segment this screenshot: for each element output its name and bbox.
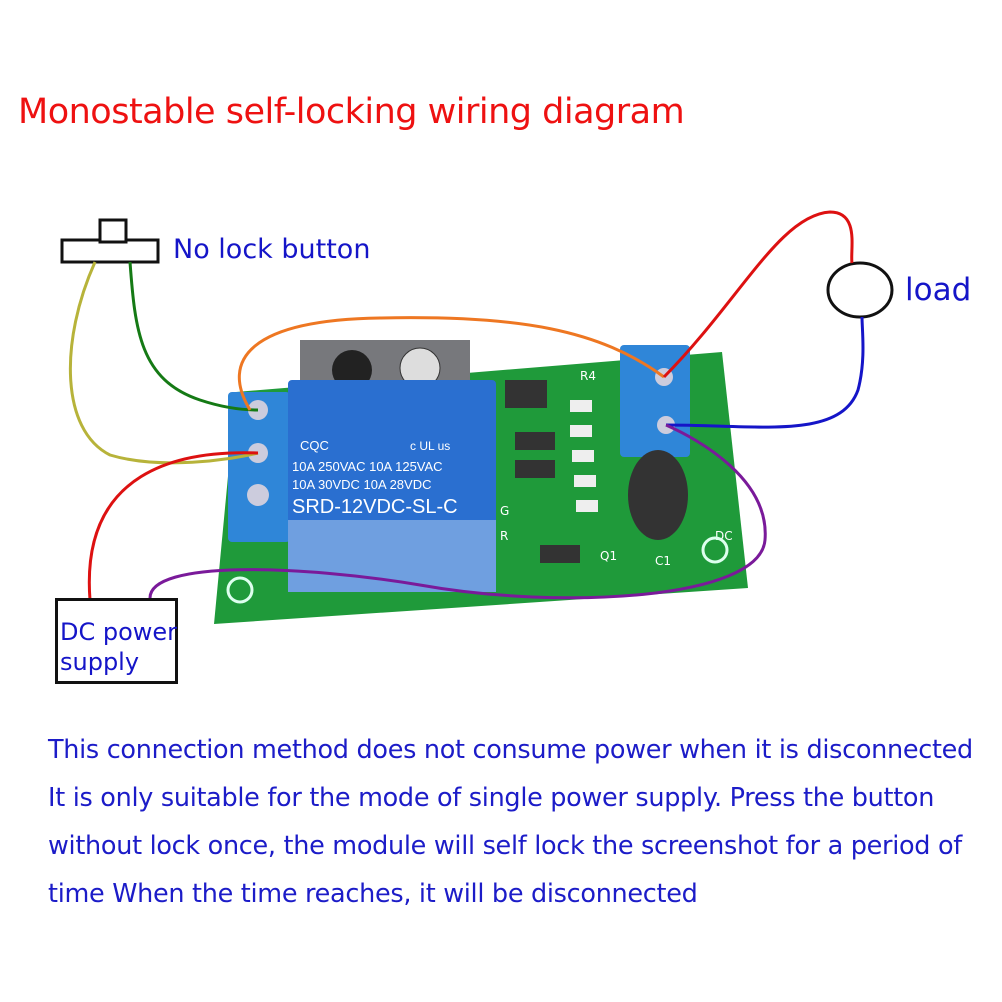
relay-model: SRD-12VDC-SL-C: [292, 496, 458, 518]
load-label: load: [905, 272, 972, 308]
label-q1: Q1: [600, 549, 617, 563]
wire-red-power: [87, 451, 259, 601]
label-r4: R4: [580, 369, 596, 383]
push-button-cap: [98, 218, 128, 244]
label-g: G: [500, 504, 509, 518]
electrolytic-capacitor: [628, 450, 688, 540]
description-line: without lock once, the module will self …: [48, 831, 962, 861]
wire-red-load: [662, 210, 854, 379]
wire-blue-load: [665, 316, 865, 429]
left-terminal-block: [228, 392, 290, 542]
button-label: No lock button: [173, 234, 371, 265]
diode: [515, 432, 555, 450]
ic-chip: [505, 380, 547, 408]
power-supply-box: DC power supply: [55, 598, 178, 684]
wire-yellow: [68, 261, 259, 465]
label-c1: C1: [655, 554, 671, 568]
resistor: [570, 425, 592, 437]
wire-green: [128, 261, 259, 412]
resistor: [572, 450, 594, 462]
mount-hole: [226, 576, 254, 604]
power-supply-label: DC power supply: [60, 618, 178, 676]
relay-rating-2: 10A 30VDC 10A 28VDC: [292, 477, 431, 492]
description-line: It is only suitable for the mode of sing…: [48, 783, 935, 813]
wire-purple: [148, 423, 767, 600]
description-line: This connection method does not consume …: [48, 735, 973, 765]
relay-rating-1: 10A 250VAC 10A 125VAC: [292, 459, 443, 474]
page-title: Monostable self-locking wiring diagram: [18, 92, 685, 132]
diode: [540, 545, 580, 563]
resistor: [576, 500, 598, 512]
diode: [515, 460, 555, 478]
label-r: R: [500, 529, 508, 543]
load-symbol: [826, 261, 894, 319]
description-line: time When the time reaches, it will be d…: [48, 879, 698, 909]
mount-hole: [701, 536, 729, 564]
description: This connection method does not consume …: [48, 726, 973, 918]
relay-cert: CQC: [300, 438, 329, 453]
resistor: [574, 475, 596, 487]
relay-ul: c UL us: [410, 439, 450, 453]
wire-orange: [237, 316, 665, 411]
terminal-screw-3: [247, 484, 269, 506]
resistor: [570, 400, 592, 412]
